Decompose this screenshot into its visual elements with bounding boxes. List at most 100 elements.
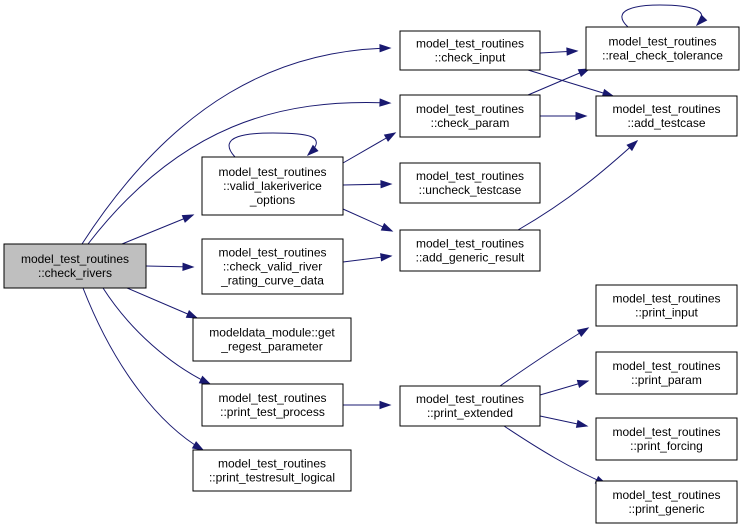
edge-print-extended-to-print-generic [503, 425, 608, 485]
node-label-line: ::add_generic_result [416, 251, 525, 265]
edge-arrowhead [577, 68, 591, 77]
node-box [595, 351, 738, 395]
node-box [192, 449, 352, 492]
edge-line [87, 101, 391, 245]
edge-arrowhead [379, 44, 392, 53]
edge-real-check-tol-to-real-check-tol [621, 4, 708, 28]
edge-arrowhead [380, 180, 393, 189]
edge-add-generic-result-to-add-testcase [517, 139, 639, 231]
node-label-line: ::print_test_process [220, 405, 325, 419]
edge-check-rivers-to-check-input [81, 44, 392, 245]
node-label-line: ::add_testcase [627, 116, 705, 130]
node-label-line: ::uncheck_testcase [419, 183, 522, 197]
edge-check-param-to-add-testcase [540, 111, 588, 121]
node-check-rivers: model_test_routines::check_rivers [3, 243, 147, 289]
edge-print-test-process-to-print-extended [343, 400, 392, 410]
node-real-check-tol[interactable]: model_test_routines::real_check_toleranc… [585, 26, 740, 71]
node-label-line: model_test_routines [416, 102, 524, 116]
node-print-testresult[interactable]: model_test_routines::print_testresult_lo… [192, 449, 352, 492]
node-label-line: ::check_param [431, 116, 510, 130]
node-label-line: ::check_input [435, 51, 506, 65]
edge-arrowhead [695, 14, 708, 27]
edge-line [527, 68, 590, 96]
node-box [595, 284, 738, 327]
node-box [192, 317, 352, 362]
node-label-line: modeldata_module::get [209, 326, 335, 340]
node-uncheck-testcase[interactable]: model_test_routines::uncheck_testcase [399, 162, 541, 204]
node-box [399, 94, 541, 138]
edge-check-rivers-to-get-regest [126, 287, 199, 319]
node-box [595, 480, 738, 524]
edges-layer [81, 4, 708, 485]
edge-check-rivers-to-valid-lakeriverice [121, 214, 195, 245]
edge-line [82, 287, 204, 451]
edge-arrowhead [185, 309, 199, 319]
node-check-param[interactable]: model_test_routines::check_param [399, 94, 541, 138]
edge-check-valid-river-to-add-generic-result [342, 253, 393, 263]
node-label-line: ::check_rivers [38, 266, 112, 280]
edge-line [621, 4, 703, 28]
node-box [595, 417, 738, 461]
node-label-line: ::print_forcing [630, 439, 703, 453]
node-label-line: model_test_routines [608, 35, 716, 49]
node-box [399, 229, 541, 272]
edge-arrowhead [182, 262, 195, 271]
edge-check-input-to-add-testcase [527, 69, 615, 97]
edge-arrowhead [379, 400, 392, 410]
node-label-line: _regest_parameter [220, 340, 322, 354]
node-check-valid-river[interactable]: model_test_routines::check_valid_river_r… [201, 238, 344, 295]
node-label-line: ::print_param [631, 373, 702, 387]
node-label-line: ::print_extended [427, 406, 513, 420]
node-label-line: model_test_routines [218, 457, 326, 471]
edge-arrowhead [383, 132, 397, 142]
node-print-forcing[interactable]: model_test_routines::print_forcing [595, 417, 738, 461]
node-add-testcase[interactable]: model_test_routines::add_testcase [595, 95, 738, 137]
edge-arrowhead [626, 139, 639, 152]
node-label-line: ::print_generic [628, 502, 704, 516]
node-print-param[interactable]: model_test_routines::print_param [595, 351, 738, 395]
node-check-input[interactable]: model_test_routines::check_input [399, 30, 541, 71]
edge-print-extended-to-print-param [539, 379, 590, 396]
node-label-line: model_test_routines [612, 102, 720, 116]
edge-check-input-to-real-check-tol [539, 47, 579, 56]
edge-arrowhead [198, 375, 212, 385]
node-print-test-process[interactable]: model_test_routines::print_test_process [201, 383, 344, 427]
node-label-line: model_test_routines [612, 488, 720, 502]
node-print-extended[interactable]: model_test_routines::print_extended [399, 385, 541, 427]
node-label-line: ::print_testresult_logical [209, 471, 335, 485]
node-box [399, 30, 541, 71]
node-box [201, 383, 344, 427]
edge-arrowhead [575, 419, 589, 428]
node-label-line: model_test_routines [612, 292, 720, 306]
node-label-line: ::real_check_tolerance [602, 49, 723, 63]
node-get-regest[interactable]: modeldata_module::get_regest_parameter [192, 317, 352, 362]
node-print-input[interactable]: model_test_routines::print_input [595, 284, 738, 327]
edge-check-rivers-to-print-testresult [82, 287, 205, 451]
node-box [399, 385, 541, 427]
node-label-line: _options [249, 193, 295, 207]
node-label-line: ::check_valid_river [223, 260, 322, 274]
node-box [595, 95, 738, 137]
edge-line [228, 132, 317, 158]
nodes-layer: model_test_routines::check_riversmodel_t… [3, 26, 740, 524]
node-print-generic[interactable]: model_test_routines::print_generic [595, 480, 738, 524]
edge-line [527, 69, 614, 97]
edge-arrowhead [601, 88, 615, 97]
node-label-line: model_test_routines [612, 425, 720, 439]
node-label-line: _rating_curve_data [220, 274, 324, 288]
edge-line [102, 287, 211, 385]
node-box [399, 162, 541, 204]
edge-line [81, 47, 391, 245]
node-add-generic-result[interactable]: model_test_routines::add_generic_result [399, 229, 541, 272]
edge-arrowhead [380, 222, 394, 232]
edge-arrowhead [576, 327, 590, 338]
edge-line [499, 327, 589, 387]
node-label-line: model_test_routines [416, 237, 524, 251]
edge-check-param-to-real-check-tol [527, 68, 591, 96]
edge-line [503, 425, 607, 485]
node-label-line: model_test_routines [416, 37, 524, 51]
node-valid-lakeriverice[interactable]: model_test_routines::valid_lakeriverice_… [201, 156, 344, 216]
edge-line [517, 140, 638, 231]
node-box [201, 238, 344, 295]
